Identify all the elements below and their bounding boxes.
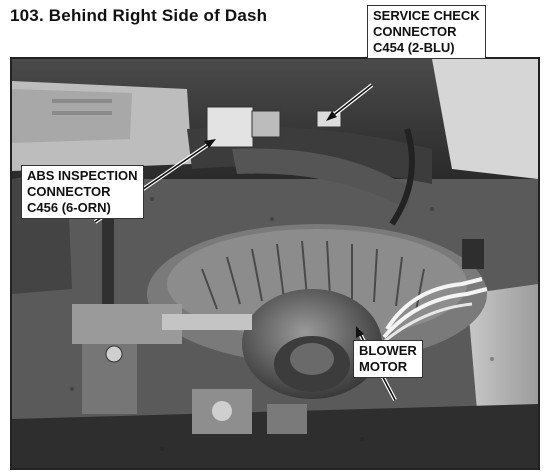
dash-photo bbox=[10, 57, 540, 470]
abs-inspection-connector-label: ABS INSPECTION CONNECTOR C456 (6-ORN) bbox=[21, 165, 144, 219]
blower-motor-label: BLOWER MOTOR bbox=[353, 340, 423, 378]
service-check-connector-label: SERVICE CHECK CONNECTOR C454 (2-BLU) bbox=[367, 5, 486, 59]
blower-line2: MOTOR bbox=[359, 359, 408, 374]
abs-line1: ABS INSPECTION bbox=[27, 168, 138, 183]
service-check-line2: CONNECTOR bbox=[373, 24, 457, 39]
abs-line2: CONNECTOR bbox=[27, 184, 111, 199]
blower-line1: BLOWER bbox=[359, 343, 417, 358]
service-check-line3: C454 (2-BLU) bbox=[373, 40, 455, 55]
abs-line3: C456 (6-ORN) bbox=[27, 200, 111, 215]
page-title: 103. Behind Right Side of Dash bbox=[10, 6, 268, 25]
service-check-line1: SERVICE CHECK bbox=[373, 8, 480, 23]
dash-photo-image bbox=[12, 59, 538, 468]
